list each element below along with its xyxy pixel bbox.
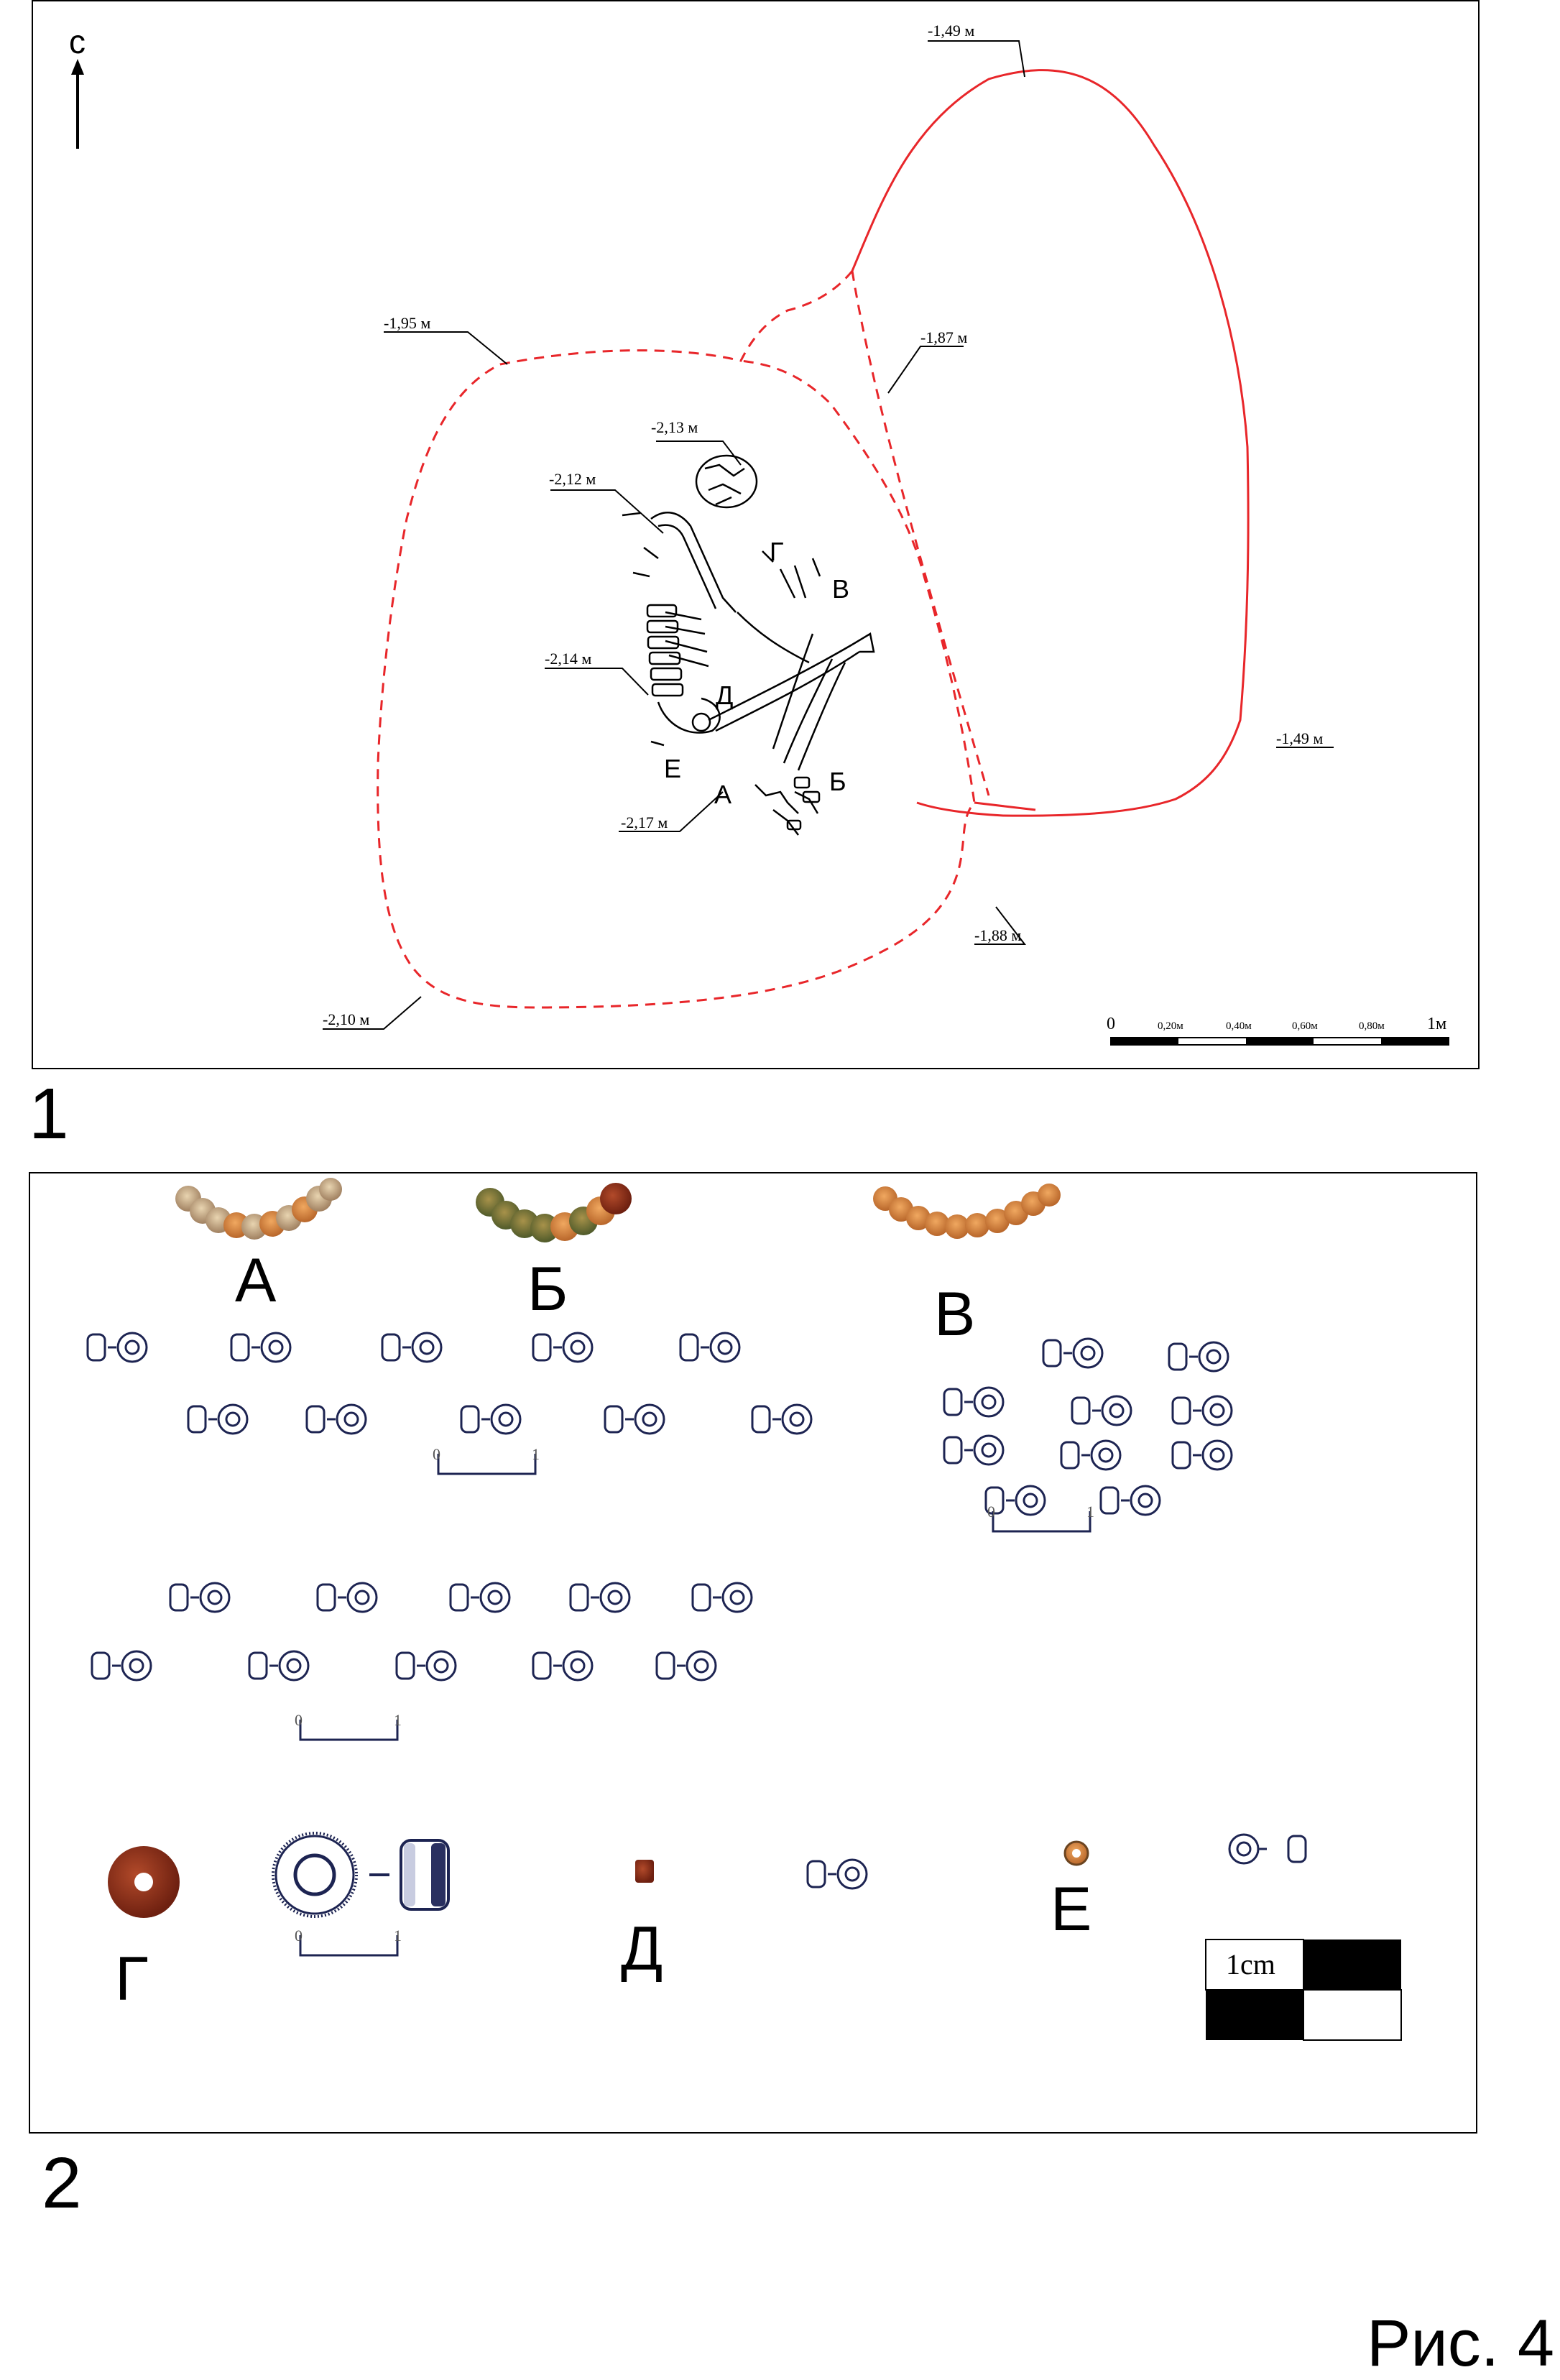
bead-profile <box>943 1386 1005 1418</box>
bead-photo-e <box>1063 1840 1089 1866</box>
scale-tick-80: 0,80м <box>1359 1020 1385 1032</box>
beads-panel: А Б В Г Д Е 0 1 0 1 0 1 0 1 <box>29 1172 1477 2134</box>
bead-profile <box>395 1650 457 1682</box>
bead-profile <box>984 1485 1046 1516</box>
scale-tick-60: 0,60м <box>1292 1020 1318 1032</box>
scale-tick-20: 0,20м <box>1158 1020 1183 1032</box>
bead-profile <box>943 1434 1005 1466</box>
grave-plan-drawing: с -1,49 м -1,87 м -1,95 м -2,13 м -2,12 … <box>69 22 1449 1046</box>
depth-label-shoulder: -2,12 м <box>549 470 596 488</box>
bead-profile <box>86 1332 148 1363</box>
group-label-g: Г <box>115 1945 149 2014</box>
depth-label-upper-left: -1,95 м <box>384 314 430 332</box>
depth-label-bottom-left: -2,10 м <box>323 1010 369 1028</box>
bead-profile <box>1228 1833 1307 1865</box>
panel-number-2: 2 <box>42 2143 82 2223</box>
figure-caption: Рис. 4 <box>1366 2307 1554 2380</box>
grave-plan-panel: с -1,49 м -1,87 м -1,95 м -2,13 м -2,12 … <box>32 0 1480 1069</box>
pit-internal-boundary <box>851 270 990 796</box>
scale-label-1-v: 1 <box>1086 1503 1094 1521</box>
bead-profile <box>1171 1395 1233 1426</box>
depth-label-right: -1,49 м <box>1276 729 1323 747</box>
group-label-b: Б <box>527 1255 568 1324</box>
depth-label-feet: -2,17 м <box>621 813 668 831</box>
scale-label-0-g: 0 <box>295 1927 303 1945</box>
find-label-d: Д <box>716 681 733 710</box>
bead-profile <box>1071 1395 1132 1426</box>
bead-profile <box>1060 1439 1122 1471</box>
bead-profile <box>460 1403 522 1435</box>
bead-profile <box>449 1582 511 1613</box>
depth-label-lower-right: -1,88 м <box>974 926 1021 944</box>
skeleton-drawing <box>622 454 875 836</box>
cm-scale-label: 1cm <box>1226 1948 1275 1980</box>
pit-outline-dashed <box>377 270 976 1009</box>
bead-scale-bars <box>299 1454 1091 1957</box>
scale-label-0-a: 0 <box>433 1445 440 1463</box>
scale-bar: 0 0,20м 0,40м 0,60м 0,80м 1м <box>1107 1015 1449 1046</box>
north-arrow: с <box>69 23 86 149</box>
necklace-photo-a <box>175 1178 342 1240</box>
pit-outline-solid <box>851 69 1250 817</box>
depth-label-mid: -1,87 м <box>920 328 967 346</box>
necklace-photo-b <box>476 1183 632 1242</box>
bead-profile <box>248 1650 310 1682</box>
bead-profile <box>91 1650 152 1682</box>
bead-profile <box>381 1332 443 1363</box>
depth-label-top: -1,49 м <box>928 22 974 40</box>
group-label-d: Д <box>621 1914 663 1983</box>
bead-drawings <box>86 1332 1307 1890</box>
bead-profile <box>169 1582 231 1613</box>
bead-photo-d <box>635 1860 654 1883</box>
bead-profile <box>1042 1337 1104 1369</box>
bead-profile <box>1171 1439 1233 1471</box>
north-label: с <box>69 23 86 60</box>
bead-profile <box>679 1332 741 1363</box>
scale-label-0-b: 0 <box>295 1711 303 1729</box>
find-label-v: В <box>832 574 849 604</box>
scale-tick-0: 0 <box>1107 1015 1115 1033</box>
depth-label-skull: -2,13 м <box>651 418 698 436</box>
necklace-photo-v <box>873 1184 1061 1239</box>
pit-junction-line <box>974 801 1036 811</box>
cm-scale-legend: 1cm <box>1205 1939 1402 2041</box>
bead-profile <box>1099 1485 1161 1516</box>
beads-plate: А Б В Г Д Е 0 1 0 1 0 1 0 1 <box>86 1178 1402 2041</box>
group-label-a: А <box>235 1246 277 1315</box>
bead-photo-g <box>108 1846 180 1918</box>
find-label-e: Е <box>664 754 681 783</box>
bead-profile <box>1168 1341 1229 1373</box>
find-label-a: А <box>714 780 731 809</box>
find-label-b: Б <box>829 767 846 796</box>
scale-label-0-v: 0 <box>987 1503 995 1521</box>
bead-profile <box>230 1332 292 1363</box>
bead-profile <box>655 1650 717 1682</box>
bead-profile <box>751 1403 813 1435</box>
bead-profile <box>187 1403 249 1435</box>
group-label-e: Е <box>1051 1875 1091 1944</box>
group-label-v: В <box>934 1280 975 1349</box>
find-label-g: Г <box>770 537 784 566</box>
bead-profile <box>569 1582 631 1613</box>
scale-tick-40: 0,40м <box>1226 1020 1252 1032</box>
depth-label-spine: -2,14 м <box>545 650 591 668</box>
bead-profile <box>691 1582 753 1613</box>
bead-profile <box>532 1332 594 1363</box>
bead-profile <box>532 1650 594 1682</box>
bead-profile <box>604 1403 665 1435</box>
scale-label-1-b: 1 <box>394 1711 402 1729</box>
bead-profile <box>806 1858 868 1890</box>
scale-label-1-g: 1 <box>394 1927 402 1945</box>
scale-tick-1m: 1м <box>1427 1015 1446 1033</box>
depth-leaders <box>323 40 1334 1030</box>
bead-profile <box>305 1403 367 1435</box>
bead-drawing-g <box>272 1832 450 1918</box>
panel-number-1: 1 <box>29 1074 69 1154</box>
bead-profile <box>316 1582 378 1613</box>
scale-label-1-a: 1 <box>532 1445 540 1463</box>
